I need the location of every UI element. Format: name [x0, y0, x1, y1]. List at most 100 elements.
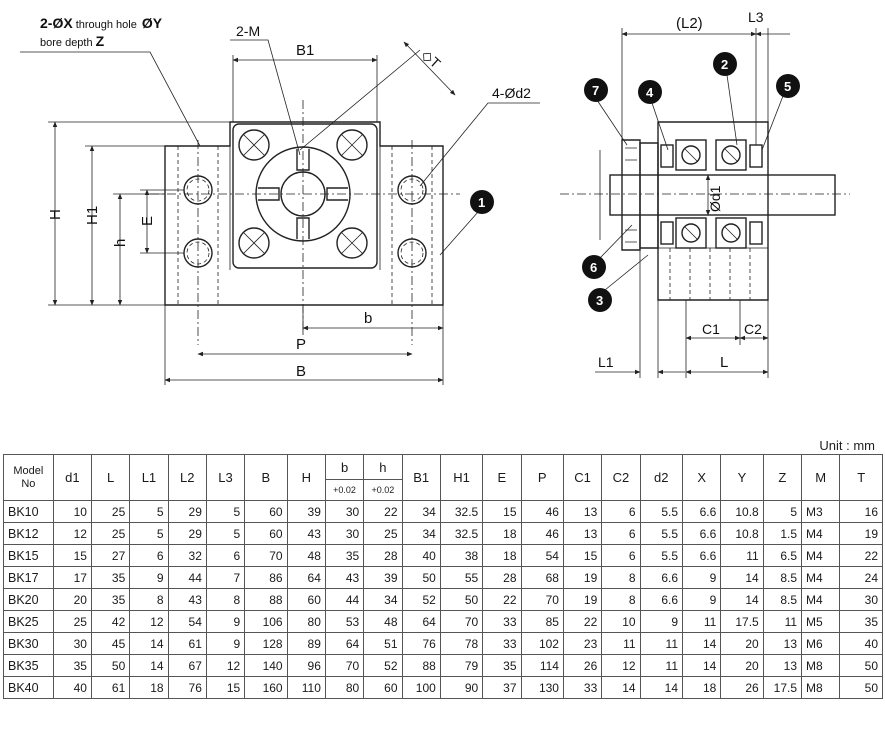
- value-cell: 60: [244, 500, 288, 523]
- value-cell: 8.5: [762, 588, 803, 611]
- value-cell: 53: [324, 610, 365, 633]
- value-cell: 20: [52, 588, 92, 611]
- value-cell: 50: [401, 566, 441, 589]
- value-cell: 76: [401, 632, 441, 655]
- header-e: E: [482, 454, 522, 501]
- value-cell: 29: [167, 522, 207, 545]
- value-cell: 32.5: [439, 522, 484, 545]
- value-cell: 5: [205, 500, 246, 523]
- callout-3: [588, 288, 612, 312]
- value-cell: 54: [520, 544, 564, 567]
- callout-4-label: 4: [646, 85, 654, 100]
- value-cell: 19: [562, 566, 603, 589]
- dim-c2: C2: [744, 321, 762, 337]
- model-cell: BK25: [3, 610, 54, 633]
- value-cell: 70: [324, 654, 365, 677]
- value-cell: 22: [363, 500, 403, 523]
- value-cell: 76: [167, 676, 207, 699]
- value-cell: 15: [52, 544, 92, 567]
- value-cell: 6: [601, 500, 641, 523]
- value-cell: 9: [681, 566, 722, 589]
- value-cell: 14: [639, 676, 684, 699]
- header-l: L: [90, 454, 131, 501]
- value-cell: 6.6: [681, 500, 722, 523]
- value-cell: 5: [762, 500, 803, 523]
- dim-b: b: [364, 310, 372, 327]
- value-cell: 28: [482, 566, 522, 589]
- value-cell: 28: [363, 544, 403, 567]
- value-cell: 17: [52, 566, 92, 589]
- value-cell: 14: [129, 654, 169, 677]
- value-cell: 8: [205, 588, 246, 611]
- dim-d1: Ød1: [707, 185, 723, 212]
- model-cell: BK10: [3, 500, 54, 523]
- value-cell: 6: [601, 544, 641, 567]
- value-cell: 140: [244, 654, 288, 677]
- value-cell: 22: [482, 588, 522, 611]
- value-cell: 7: [205, 566, 246, 589]
- value-cell: 8: [601, 566, 641, 589]
- value-cell: 64: [401, 610, 441, 633]
- value-cell: 43: [286, 522, 326, 545]
- header-y: Y: [720, 454, 764, 501]
- value-cell: 33: [562, 676, 603, 699]
- dim-b-total: B: [296, 363, 306, 380]
- value-cell: 15: [562, 544, 603, 567]
- value-cell: 18: [482, 544, 522, 567]
- header-c1: C1: [562, 454, 603, 501]
- dim-h-small: h: [112, 239, 129, 247]
- value-cell: 5.5: [639, 500, 684, 523]
- value-cell: M3: [801, 500, 841, 523]
- value-cell: 25: [52, 610, 92, 633]
- dim-c1: C1: [702, 321, 720, 337]
- value-cell: 35: [839, 610, 883, 633]
- value-cell: 25: [363, 522, 403, 545]
- model-cell: BK30: [3, 632, 54, 655]
- value-cell: 6: [601, 522, 641, 545]
- value-cell: 14: [129, 632, 169, 655]
- value-cell: 35: [52, 654, 92, 677]
- value-cell: 50: [90, 654, 131, 677]
- callout-3-label: 3: [596, 293, 603, 308]
- value-cell: 27: [90, 544, 131, 567]
- value-cell: 5.5: [639, 522, 684, 545]
- value-cell: 34: [401, 500, 441, 523]
- value-cell: 16: [839, 500, 883, 523]
- value-cell: 20: [720, 654, 764, 677]
- value-cell: 22: [562, 610, 603, 633]
- value-cell: 14: [681, 654, 722, 677]
- header-d2: d2: [639, 454, 684, 501]
- value-cell: 6.5: [762, 544, 803, 567]
- model-cell: BK15: [3, 544, 54, 567]
- value-cell: 61: [90, 676, 131, 699]
- value-cell: 34: [363, 588, 403, 611]
- header-p: P: [520, 454, 564, 501]
- value-cell: 9: [681, 588, 722, 611]
- value-cell: 14: [720, 588, 764, 611]
- header-b: b: [324, 454, 365, 480]
- value-cell: 106: [244, 610, 288, 633]
- dim-l3: L3: [748, 9, 764, 25]
- dim-h1: H1: [84, 206, 101, 225]
- value-cell: 15: [482, 500, 522, 523]
- value-cell: 35: [90, 588, 131, 611]
- value-cell: 40: [401, 544, 441, 567]
- value-cell: 88: [244, 588, 288, 611]
- header-b1: B1: [401, 454, 441, 501]
- callout-7-label: 7: [592, 83, 599, 98]
- value-cell: 12: [52, 522, 92, 545]
- value-cell: 32: [167, 544, 207, 567]
- header-l2: L2: [167, 454, 207, 501]
- value-cell: 70: [244, 544, 288, 567]
- callout-7: [584, 78, 608, 102]
- value-cell: 25: [90, 522, 131, 545]
- header-x: X: [681, 454, 722, 501]
- value-cell: 11: [762, 610, 803, 633]
- value-cell: 64: [324, 632, 365, 655]
- value-cell: 67: [167, 654, 207, 677]
- value-cell: 34: [401, 522, 441, 545]
- value-cell: 9: [639, 610, 684, 633]
